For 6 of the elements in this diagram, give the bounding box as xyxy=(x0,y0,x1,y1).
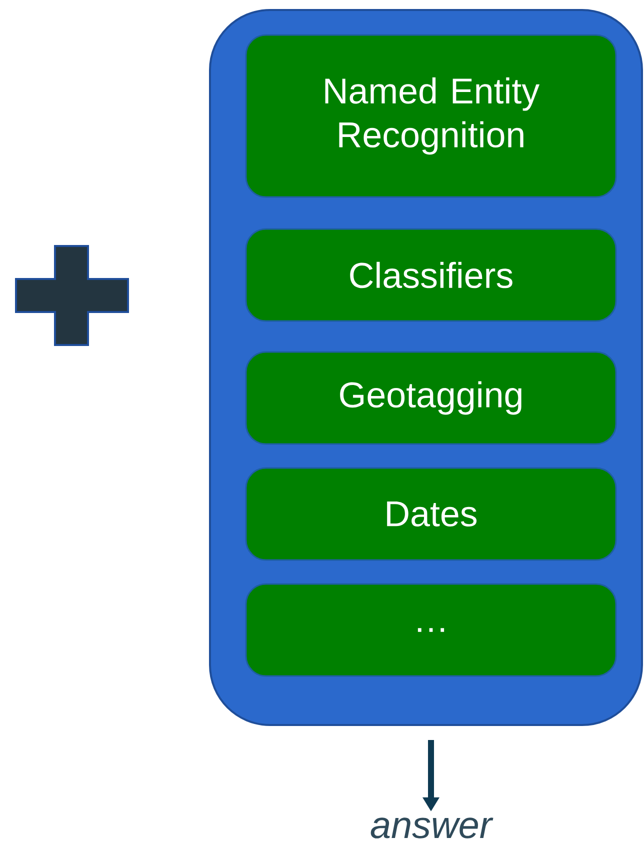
text-box: Dates xyxy=(245,467,617,561)
answer-label: answer xyxy=(370,818,494,838)
text-box: Classifiers xyxy=(245,228,617,322)
text-box: Named Entity Recognition xyxy=(245,34,617,198)
text-box: Geotagging xyxy=(245,351,617,445)
text-box: … xyxy=(245,583,617,677)
